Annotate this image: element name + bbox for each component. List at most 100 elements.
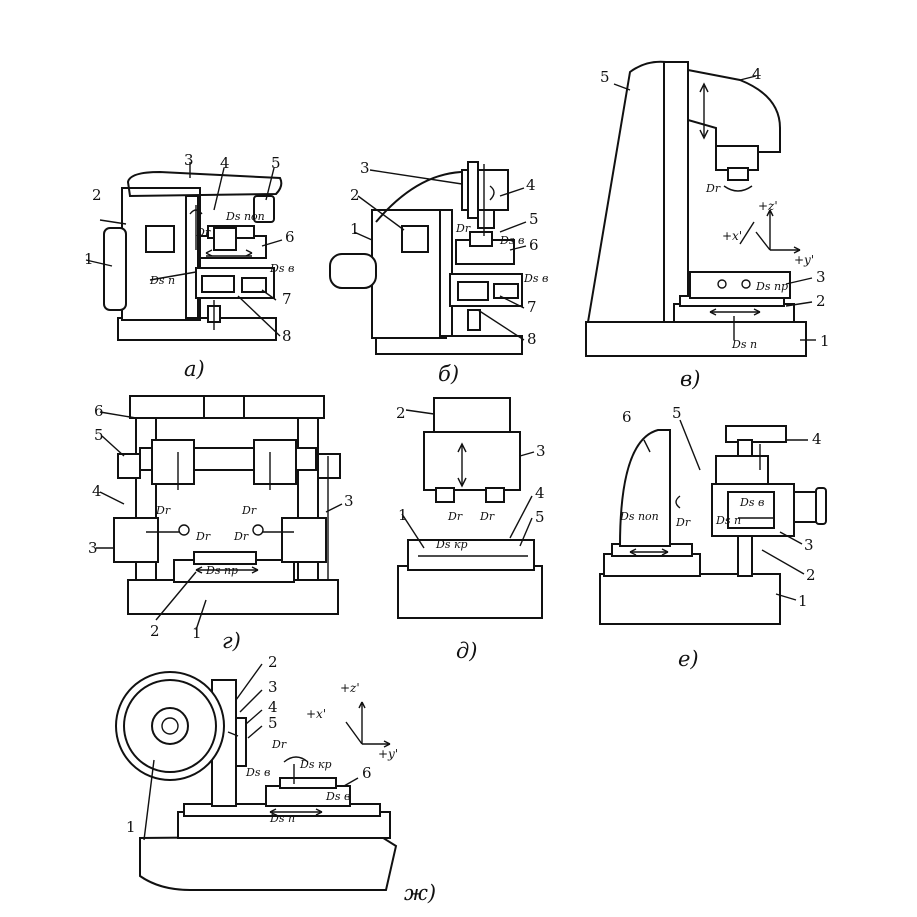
symbol-g-dr-1: Dr <box>155 504 171 517</box>
label-b-2: 2 <box>350 186 360 204</box>
symbol-zh-ds-v: Ds в <box>245 766 270 779</box>
symbol-e-ds-pop: Ds поп <box>619 510 659 523</box>
symbol-g-ds-pr: Ds пр <box>205 564 238 577</box>
symbol-b-ds-v-2: Ds в <box>523 272 548 285</box>
panel-v <box>585 60 816 357</box>
label-a-5: 5 <box>271 154 281 172</box>
symbol-e-ds-p: Ds п <box>715 514 741 527</box>
label-v-3: 3 <box>816 268 826 286</box>
label-d-5: 5 <box>535 508 545 526</box>
symbol-d-dr-1: Dr <box>447 510 463 523</box>
label-d-4: 4 <box>535 484 545 502</box>
label-g-2: 2 <box>150 622 160 640</box>
caption-g: г) <box>222 629 241 653</box>
label-a-8: 8 <box>282 327 292 345</box>
label-a-1: 1 <box>84 250 94 268</box>
label-e-4: 4 <box>812 430 822 448</box>
label-g-3-left: 3 <box>88 539 98 557</box>
caption-v: в) <box>680 367 700 391</box>
panel-g-labels: 6 5 4 3 3 2 1 Dr Dr Dr Dr Ds пр г) <box>88 402 354 653</box>
panel-d-labels: 2 3 4 5 1 Dr Dr Ds кр д) <box>396 404 546 663</box>
label-a-7: 7 <box>282 290 292 308</box>
label-v-2: 2 <box>816 292 826 310</box>
symbol-a-ds-p: Ds п <box>149 274 175 287</box>
symbol-e-dr: Dr <box>675 516 691 529</box>
label-b-5: 5 <box>529 210 539 228</box>
label-a-2: 2 <box>92 186 102 204</box>
symbol-a-ds-pop: Ds поп <box>225 210 265 223</box>
label-d-2: 2 <box>396 404 406 422</box>
label-e-3: 3 <box>804 536 814 554</box>
panel-e <box>599 419 827 625</box>
label-g-4: 4 <box>92 482 102 500</box>
symbol-d-ds-kr: Ds кр <box>435 538 468 551</box>
panel-e-labels: 6 5 4 3 2 1 Ds поп Dr Ds в Ds п е) <box>619 404 822 671</box>
symbol-v-dr: Dr <box>705 182 721 195</box>
panel-zh-labels: 2 3 4 5 6 1 Dr Ds в Ds кр Ds в Ds п +z' … <box>126 653 436 905</box>
panel-b-labels: 1 2 3 4 5 6 7 8 Dr Ds в Ds в б) <box>350 159 548 386</box>
axis-zh-x: +x' <box>306 707 326 721</box>
symbol-v-ds-pr: Ds пр <box>755 280 788 293</box>
symbol-zh-dr: Dr <box>271 738 287 751</box>
label-zh-3: 3 <box>268 678 278 696</box>
symbol-g-dr-4: Dr <box>233 530 249 543</box>
label-e-6: 6 <box>622 408 632 426</box>
symbol-v-ds-p: Ds п <box>731 338 757 351</box>
label-zh-1: 1 <box>126 818 136 836</box>
panel-b <box>329 161 527 355</box>
axis-v-x: +x' <box>722 229 742 243</box>
axis-zh-y: +y' <box>378 747 398 761</box>
label-g-3-right: 3 <box>344 492 354 510</box>
caption-zh: ж) <box>404 881 436 905</box>
symbol-a-dr: Dr <box>195 226 211 239</box>
label-b-1: 1 <box>350 220 360 238</box>
label-v-1: 1 <box>820 332 830 350</box>
label-zh-2: 2 <box>268 653 278 671</box>
panel-g <box>96 395 343 631</box>
label-d-1: 1 <box>398 506 408 524</box>
label-zh-4: 4 <box>268 698 278 716</box>
label-e-5: 5 <box>672 404 682 422</box>
label-a-4: 4 <box>220 154 230 172</box>
label-b-7: 7 <box>527 298 537 316</box>
caption-b: б) <box>438 362 459 386</box>
symbol-b-ds-v: Ds в <box>499 234 524 247</box>
symbol-g-dr-2: Dr <box>241 504 257 517</box>
axis-v-z: +z' <box>758 199 778 213</box>
label-v-4: 4 <box>752 65 762 83</box>
label-v-5: 5 <box>600 68 610 86</box>
symbol-e-ds-v: Ds в <box>739 496 764 509</box>
symbol-b-dr: Dr <box>455 222 471 235</box>
caption-d: д) <box>456 639 478 663</box>
axis-zh-z: +z' <box>340 681 360 695</box>
panel-d <box>397 397 543 619</box>
panel-zh <box>115 663 398 891</box>
label-zh-6: 6 <box>362 764 372 782</box>
label-e-2: 2 <box>806 566 816 584</box>
symbol-zh-ds-kr: Ds кр <box>299 758 332 771</box>
panel-a <box>85 162 283 341</box>
symbol-a-ds-v: Ds в <box>269 262 294 275</box>
label-b-3: 3 <box>360 159 370 177</box>
caption-a: а) <box>184 357 205 381</box>
axis-v-y: +y' <box>794 253 814 267</box>
label-g-1: 1 <box>192 624 202 642</box>
label-a-6: 6 <box>285 228 295 246</box>
label-zh-5: 5 <box>268 714 278 732</box>
label-b-6: 6 <box>529 236 539 254</box>
label-a-3: 3 <box>184 151 194 169</box>
label-g-5: 5 <box>94 426 104 444</box>
symbol-d-dr-2: Dr <box>479 510 495 523</box>
label-g-6: 6 <box>94 402 104 420</box>
symbol-g-dr-3: Dr <box>195 530 211 543</box>
caption-e: е) <box>678 647 699 671</box>
label-d-3: 3 <box>536 442 546 460</box>
symbol-zh-ds-p: Ds п <box>269 812 295 825</box>
symbol-zh-ds-v-2: Ds в <box>325 790 350 803</box>
label-e-1: 1 <box>798 592 808 610</box>
label-b-4: 4 <box>526 176 536 194</box>
panel-v-labels: 5 4 3 2 1 Dr Ds пр Ds п +z' +x' +y' в) <box>600 65 830 391</box>
label-b-8: 8 <box>527 330 537 348</box>
